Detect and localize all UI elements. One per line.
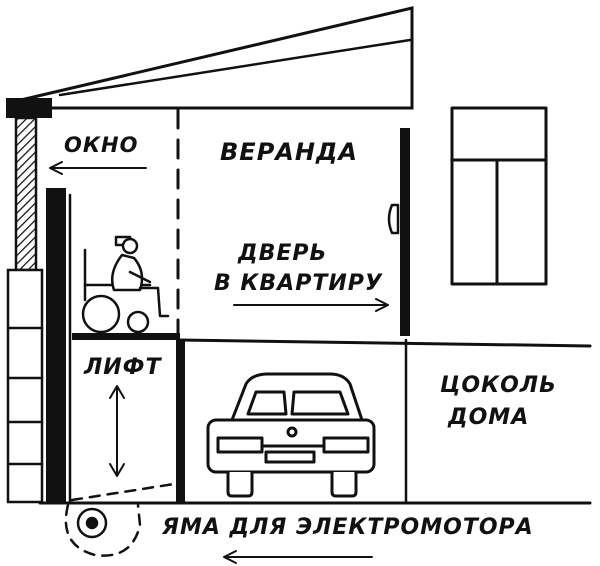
veranda-structure bbox=[46, 106, 414, 336]
veranda-label: ВЕРАНДА bbox=[220, 138, 358, 166]
car-icon bbox=[206, 372, 376, 498]
plinth-label-line2: ДОМА bbox=[447, 405, 529, 430]
lift-label: ЛИФТ bbox=[83, 355, 163, 380]
window-label: ОКНО bbox=[64, 133, 138, 157]
pit-label: ЯМА ДЛЯ ЭЛЕКТРОМОТОРА bbox=[161, 515, 534, 540]
left-support-column bbox=[6, 116, 44, 504]
lift-up-down-arrow bbox=[109, 385, 125, 477]
door-label-line1: ДВЕРЬ bbox=[237, 241, 327, 266]
house-window-icon bbox=[450, 106, 548, 286]
motor-pulley-icon bbox=[64, 482, 176, 557]
wheelchair-user-icon bbox=[81, 235, 170, 334]
roof bbox=[6, 6, 414, 118]
plinth-label-line1: ЦОКОЛЬ bbox=[440, 373, 557, 398]
garage-plinth bbox=[176, 338, 592, 504]
lift-platform bbox=[72, 333, 180, 340]
pit-arrow bbox=[223, 550, 373, 564]
door-arrow bbox=[233, 298, 389, 312]
door-label-line2: В КВАРТИРУ bbox=[214, 271, 383, 296]
window-arrow bbox=[49, 161, 147, 175]
lift-shaft bbox=[46, 188, 72, 504]
